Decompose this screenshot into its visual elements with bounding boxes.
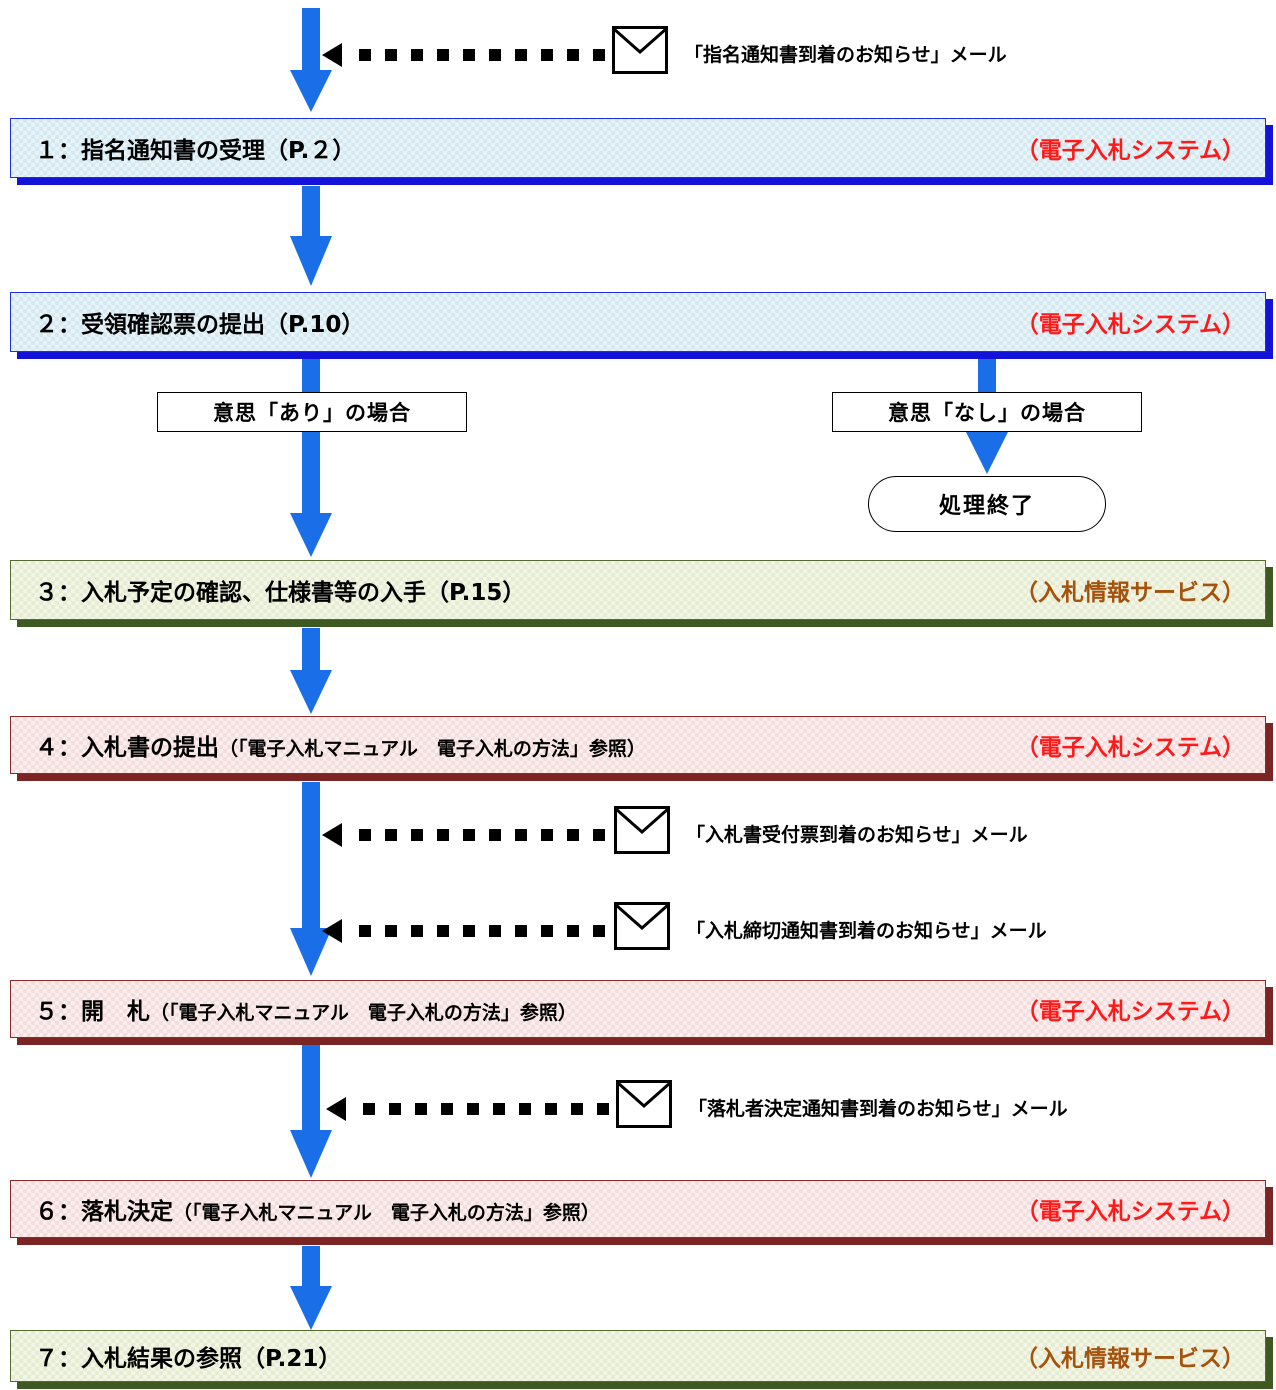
step-3: ３：入札予定の確認、仕様書等の入手（P.15） （入札情報サービス） [10, 560, 1266, 620]
step-5-title: ５：開 札（「電子入札マニュアル 電子入札の方法」参照） [35, 992, 577, 1026]
mail-notification-text: 「入札締切通知書到着のお知らせ」メール [686, 920, 1047, 942]
step-6-system: （電子入札システム） [1015, 1199, 1245, 1225]
step-4-title: ４：入札書の提出（「電子入札マニュアル 電子入札の方法」参照） [35, 728, 646, 762]
mail-notification-text: 「入札書受付票到着のお知らせ」メール [686, 824, 1028, 846]
step-6-label: ６：落札決定 [35, 1199, 173, 1225]
step-4-manual-ref: （「電子入札マニュアル 電子入札の方法」参照） [219, 738, 646, 760]
dotted-arrow-head-icon [322, 919, 342, 943]
dotted-arrow-head-icon [322, 823, 342, 847]
step-5-system: （電子入札システム） [1015, 999, 1245, 1025]
step-5: ５：開 札（「電子入札マニュアル 電子入札の方法」参照） （電子入札システム） [10, 980, 1266, 1038]
step-7: ７：入札結果の参照（P.21） （入札情報サービス） [10, 1330, 1266, 1382]
step-6: ６：落札決定（「電子入札マニュアル 電子入札の方法」参照） （電子入札システム） [10, 1180, 1266, 1238]
step-2: ２：受領確認票の提出（P.10） （電子入札システム） [10, 292, 1266, 352]
step-7-label: ７：入札結果の参照（P.21） [35, 1346, 342, 1372]
step-2-label: ２：受領確認票の提出（P.10） [35, 312, 365, 338]
branch-arrow-head [965, 430, 1009, 474]
mail-notification-text: 「落札者決定通知書到着のお知らせ」メール [688, 1098, 1068, 1120]
flow-arrow-shaft-5 [302, 1044, 320, 1132]
step-7-system: （入札情報サービス） [1015, 1346, 1245, 1372]
flow-arrow-shaft-2 [302, 355, 320, 515]
flow-arrow-head-1 [290, 236, 332, 286]
step-1-label: １：指名通知書の受理（P.２） [35, 138, 356, 164]
step-3-system: （入札情報サービス） [1015, 580, 1245, 606]
envelope-icon [612, 26, 668, 74]
step-6-manual-ref: （「電子入札マニュアル 電子入札の方法」参照） [173, 1202, 600, 1224]
end-process-terminal: 処理終了 [868, 476, 1106, 532]
step-5-manual-ref: （「電子入札マニュアル 電子入札の方法」参照） [150, 1002, 577, 1024]
flow-arrow-shaft-1 [302, 186, 320, 238]
mail-notification-3: 「入札締切通知書到着のお知らせ」メール [322, 902, 1122, 958]
dotted-arrow-head-icon [322, 43, 342, 67]
step-5-label: ５：開 札 [35, 999, 150, 1025]
flow-arrow-head-2 [290, 513, 332, 557]
flow-arrow-head-6 [290, 1286, 332, 1330]
step-6-title: ６：落札決定（「電子入札マニュアル 電子入札の方法」参照） [35, 1192, 600, 1226]
mail-notification-2: 「入札書受付票到着のお知らせ」メール [322, 806, 1102, 862]
flow-arrow-head-5 [290, 1130, 332, 1178]
step-3-label: ３：入札予定の確認、仕様書等の入手（P.15） [35, 580, 526, 606]
step-4-system: （電子入札システム） [1015, 735, 1245, 761]
flow-arrow-shaft-6 [302, 1246, 320, 1288]
branch-label-yes: 意思「あり」の場合 [157, 392, 467, 432]
branch-label-no: 意思「なし」の場合 [832, 392, 1142, 432]
step-1-system: （電子入札システム） [1015, 138, 1245, 164]
step-1: １：指名通知書の受理（P.２） （電子入札システム） [10, 118, 1266, 178]
flow-arrow-head-0 [290, 70, 332, 112]
flow-arrow-shaft-0 [302, 8, 320, 70]
envelope-icon [614, 902, 670, 950]
flow-arrow-head-3 [290, 670, 332, 714]
step-4: ４：入札書の提出（「電子入札マニュアル 電子入札の方法」参照） （電子入札システ… [10, 716, 1266, 774]
dotted-arrow-head-icon [326, 1097, 346, 1121]
envelope-icon [616, 1080, 672, 1128]
mail-notification-4: 「落札者決定通知書到着のお知らせ」メール [326, 1080, 1146, 1136]
flow-arrow-shaft-4 [302, 782, 320, 930]
envelope-icon [614, 806, 670, 854]
mail-notification-1: 「指名通知書到着のお知らせ」メール [322, 26, 1082, 82]
mail-notification-text: 「指名通知書到着のお知らせ」メール [684, 44, 1007, 66]
flow-arrow-shaft-3 [302, 628, 320, 672]
step-4-label: ４：入札書の提出 [35, 735, 219, 761]
step-2-system: （電子入札システム） [1015, 312, 1245, 338]
